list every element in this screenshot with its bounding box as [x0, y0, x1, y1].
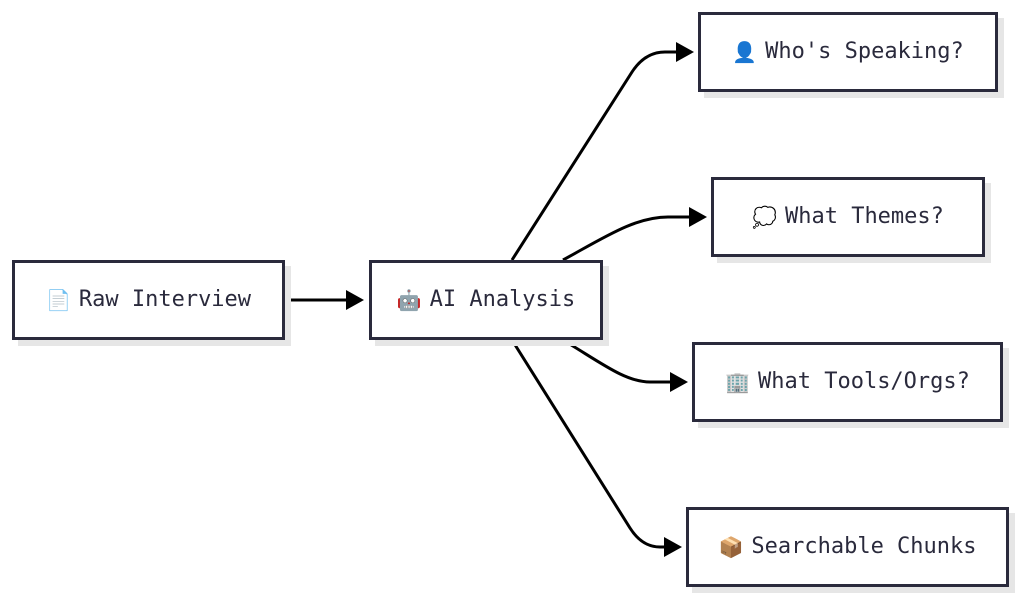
edge-ai-to-chunks: [510, 339, 682, 557]
node-label: Raw Interview: [78, 287, 252, 312]
node-raw-interview[interactable]: 📄 Raw Interview: [12, 260, 285, 340]
node-label: Who's Speaking?: [765, 39, 964, 64]
edge-ai-to-themes: [562, 207, 707, 262]
office-building-icon: 🏢: [725, 370, 750, 394]
edge-ai-to-tools: [562, 338, 688, 392]
robot-icon: 🤖: [396, 288, 422, 312]
person-icon: 👤: [732, 40, 758, 64]
node-searchable-chunks[interactable]: 📦 Searchable Chunks: [686, 507, 1009, 587]
node-whos-speaking[interactable]: 👤 Who's Speaking?: [698, 12, 998, 92]
node-label: What Themes?: [784, 204, 944, 229]
arrowhead: [664, 537, 682, 557]
edge-ai-to-who: [510, 42, 694, 261]
package-icon: 📦: [718, 535, 744, 559]
node-label: AI Analysis: [429, 287, 576, 312]
node-label: Searchable Chunks: [751, 534, 977, 559]
arrowhead: [676, 42, 694, 62]
node-what-tools-orgs[interactable]: 🏢 What Tools/Orgs?: [692, 342, 1003, 422]
arrowhead: [689, 207, 707, 227]
document-icon: 📄: [45, 288, 71, 312]
arrowhead: [346, 290, 364, 310]
node-label: What Tools/Orgs?: [757, 369, 970, 394]
thought-bubble-icon: 💭: [752, 205, 777, 229]
edge-raw-to-ai: [285, 290, 364, 310]
node-ai-analysis[interactable]: 🤖 AI Analysis: [369, 260, 603, 340]
arrowhead: [670, 372, 688, 392]
node-what-themes[interactable]: 💭 What Themes?: [711, 177, 985, 257]
